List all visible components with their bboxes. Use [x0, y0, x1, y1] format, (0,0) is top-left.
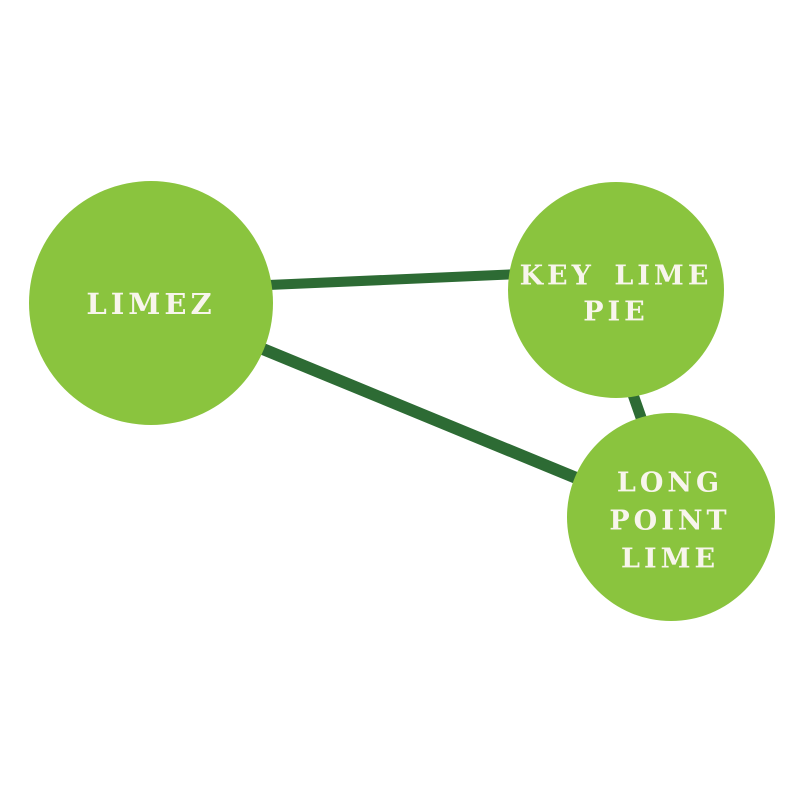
node-key-lime-pie-circle — [508, 182, 724, 398]
node-long-point-lime-label-line3: LIME — [621, 544, 719, 575]
node-limez-circle — [29, 181, 273, 425]
node-key-lime-pie-label-line1: KEY LIME — [520, 261, 713, 292]
node-key-lime-pie-label-line2: PIE — [583, 297, 649, 328]
node-key-lime-pie: KEY LIME PIE — [508, 182, 724, 398]
node-long-point-lime-label-line2: POINT — [609, 506, 730, 537]
node-long-point-lime: LONG POINT LIME — [567, 413, 775, 621]
node-long-point-lime-circle — [567, 413, 775, 621]
node-long-point-lime-label-line1: LONG — [617, 468, 723, 499]
node-limez: LIMEZ — [29, 181, 273, 425]
node-limez-label: LIMEZ — [86, 287, 215, 321]
